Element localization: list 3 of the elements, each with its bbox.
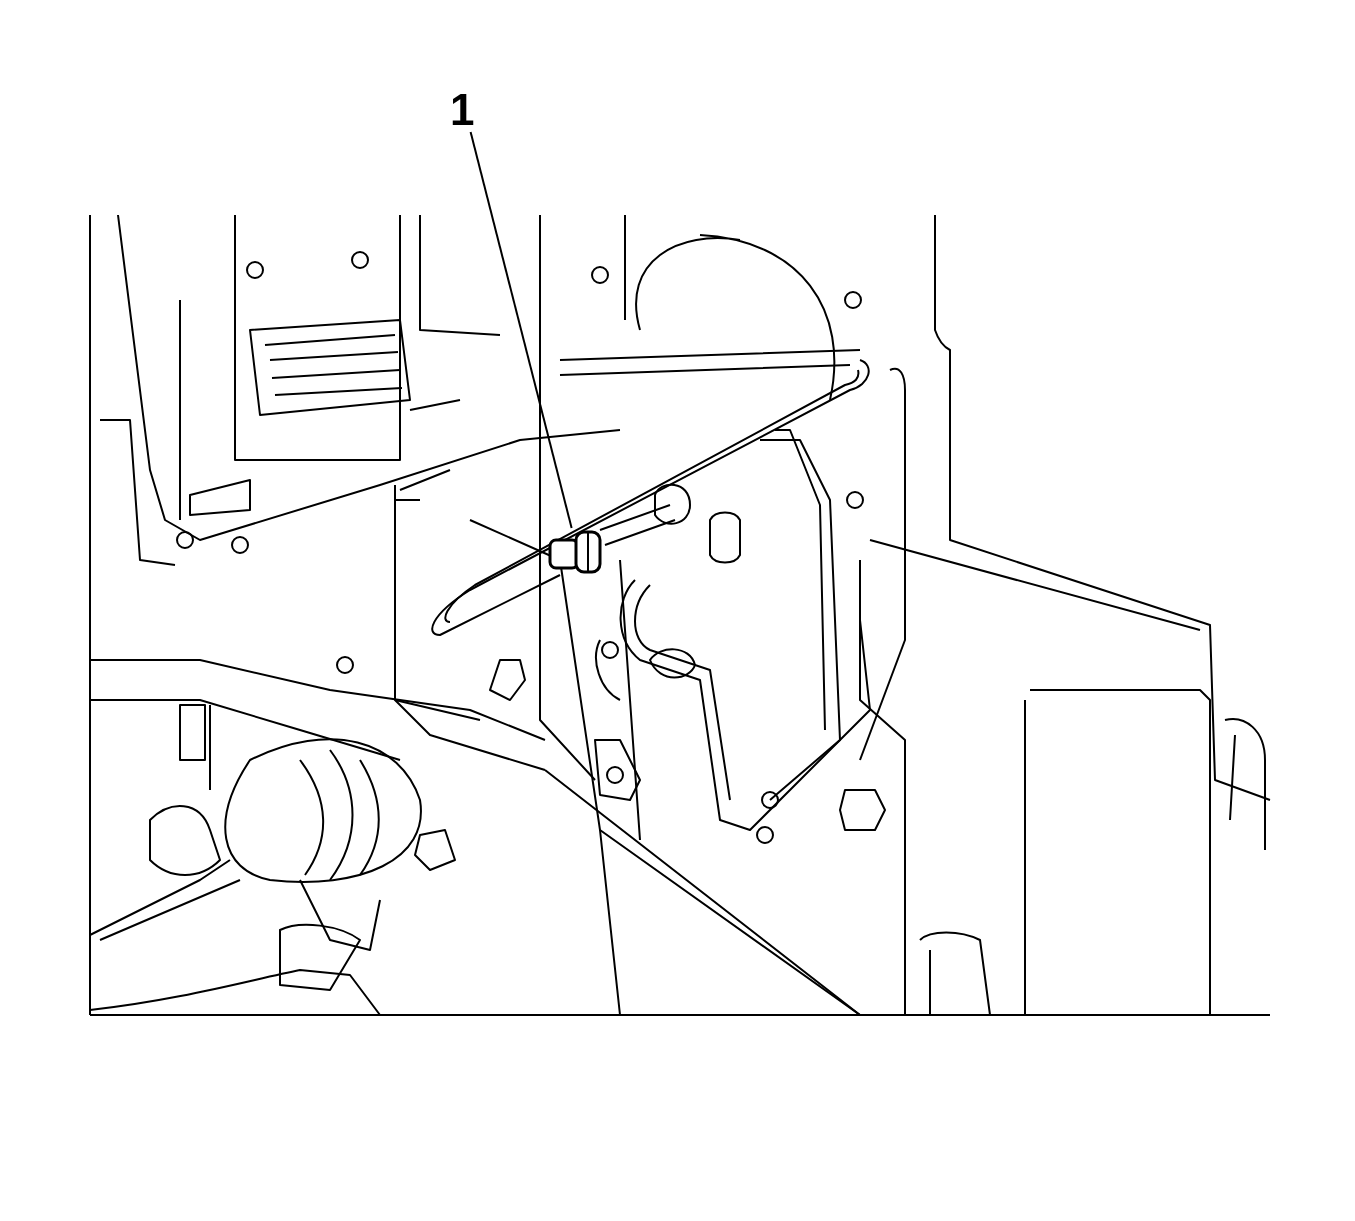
pipe-fitting-nut [548, 530, 602, 574]
callout-number: 1 [450, 88, 475, 132]
leader-line [469, 131, 573, 529]
